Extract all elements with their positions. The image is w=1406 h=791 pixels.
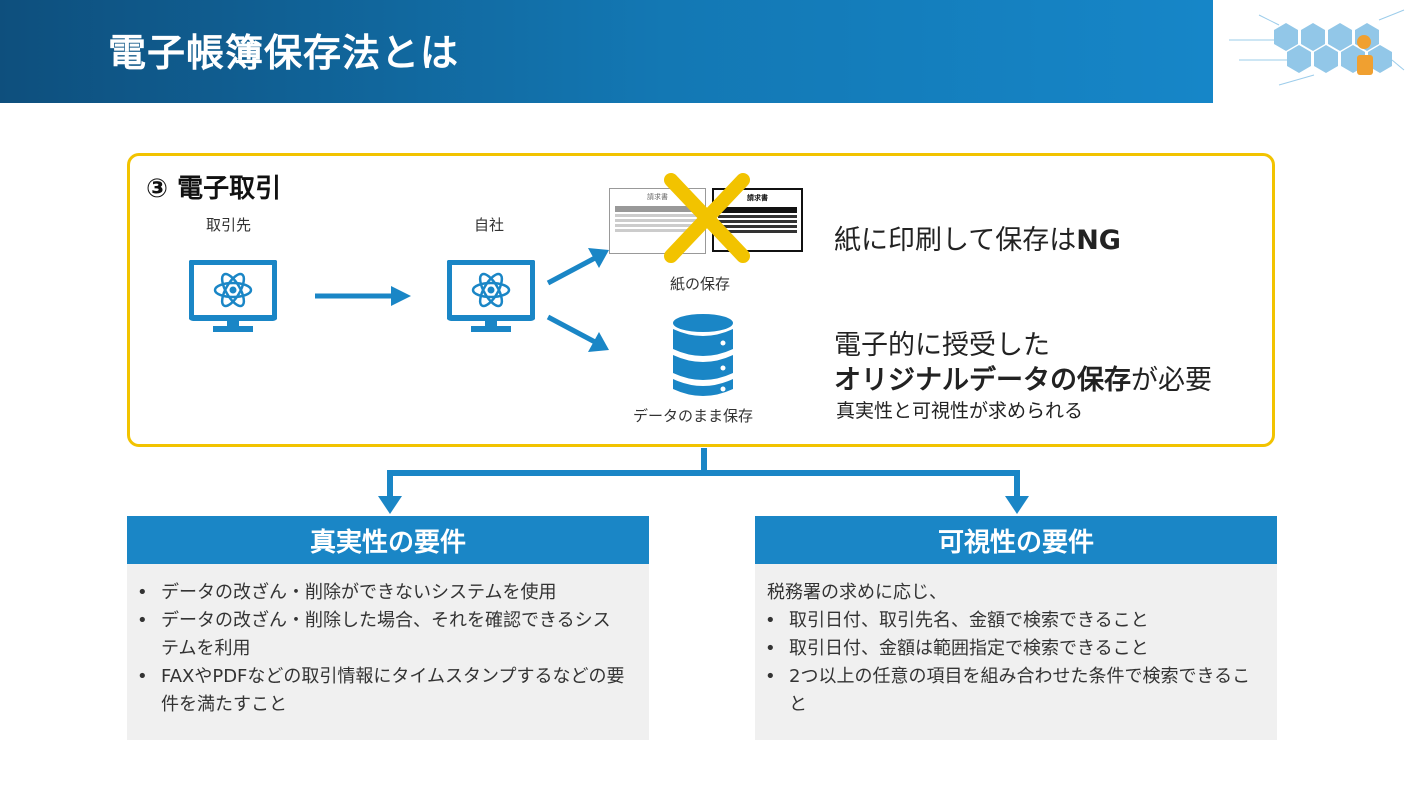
partner-label: 取引先	[206, 216, 252, 234]
invoice-label-1: 請求書	[647, 193, 668, 201]
list-item-text: データの改ざん・削除ができないシステムを使用	[161, 582, 557, 603]
list-item-text: 取引日付、取引先名、金額で検索できること	[789, 610, 1149, 631]
partner-computer-icon	[188, 259, 278, 340]
invoice-label-2: 請求書	[747, 194, 768, 202]
data-storage-label: データのまま保存	[633, 407, 754, 425]
authenticity-requirements-panel: • データの改ざん・削除ができないシステムを使用 • データの改ざん・削除した場合、…	[127, 564, 649, 740]
visibility-requirements-panel: 税務署の求めに応じ、 • 取引日付、取引先名、金額で検索できること • 取引日付、金…	[755, 564, 1277, 740]
original-data-bold: オリジナルデータの保存	[834, 365, 1131, 396]
electronic-line-1: 電子的に授受した	[834, 330, 1050, 361]
bullet: •	[765, 610, 776, 631]
bullet: •	[137, 582, 148, 603]
list-item-text: データの改ざん・削除した場合、それを確認できるシステムを利用	[161, 610, 611, 659]
transfer-arrow	[315, 283, 411, 313]
list-item: • 2つ以上の任意の項目を組み合わせた条件で検索できること	[755, 663, 1253, 719]
split-connector	[374, 448, 1034, 522]
electronic-line-3: 真実性と可視性が求められる	[836, 400, 1084, 422]
bullet: •	[765, 638, 776, 659]
visibility-requirements-header: 可視性の要件	[755, 516, 1277, 564]
ng-statement-bold: NG	[1076, 225, 1121, 256]
electronic-line-2: オリジナルデータの保存が必要	[834, 358, 1212, 397]
own-company-label: 自社	[474, 216, 505, 234]
header-banner: 電子帳簿保存法とは	[0, 0, 1213, 103]
ng-statement-text: 紙に印刷して保存は	[834, 225, 1077, 256]
branch-arrow-down	[545, 312, 611, 358]
bullet: •	[137, 666, 148, 687]
list-item: • FAXやPDFなどの取引情報にタイムスタンプするなどの要件を満たすこと	[127, 663, 625, 719]
page-title: 電子帳簿保存法とは	[108, 31, 460, 75]
authenticity-requirements-header: 真実性の要件	[127, 516, 649, 564]
paper-storage-label: 紙の保存	[670, 275, 731, 293]
bullet: •	[765, 666, 776, 687]
list-item-text: FAXやPDFなどの取引情報にタイムスタンプするなどの要件を満たすこと	[161, 666, 625, 715]
ng-statement: 紙に印刷して保存はNG	[834, 218, 1121, 257]
list-item: • データの改ざん・削除ができないシステムを使用	[127, 579, 625, 607]
section-title: ③ 電子取引	[146, 174, 282, 204]
list-item-text: 2つ以上の任意の項目を組み合わせた条件で検索できること	[789, 666, 1251, 715]
own-computer-icon	[446, 259, 536, 340]
bullet: •	[137, 610, 148, 631]
list-item: • 取引日付、取引先名、金額で検索できること	[755, 607, 1253, 635]
visibility-intro: 税務署の求めに応じ、	[767, 582, 947, 603]
required-text: が必要	[1131, 365, 1212, 396]
electronic-transaction-box	[127, 153, 1275, 447]
database-icon	[671, 313, 735, 403]
list-item-text: 取引日付、金額は範囲指定で検索できること	[789, 638, 1149, 659]
branch-arrow-up	[545, 246, 611, 292]
list-item: • データの改ざん・削除した場合、それを確認できるシステムを利用	[127, 607, 625, 663]
list-item: • 取引日付、金額は範囲指定で検索できること	[755, 635, 1253, 663]
tech-illustration	[1219, 0, 1406, 103]
ng-cross-icon	[661, 172, 753, 268]
